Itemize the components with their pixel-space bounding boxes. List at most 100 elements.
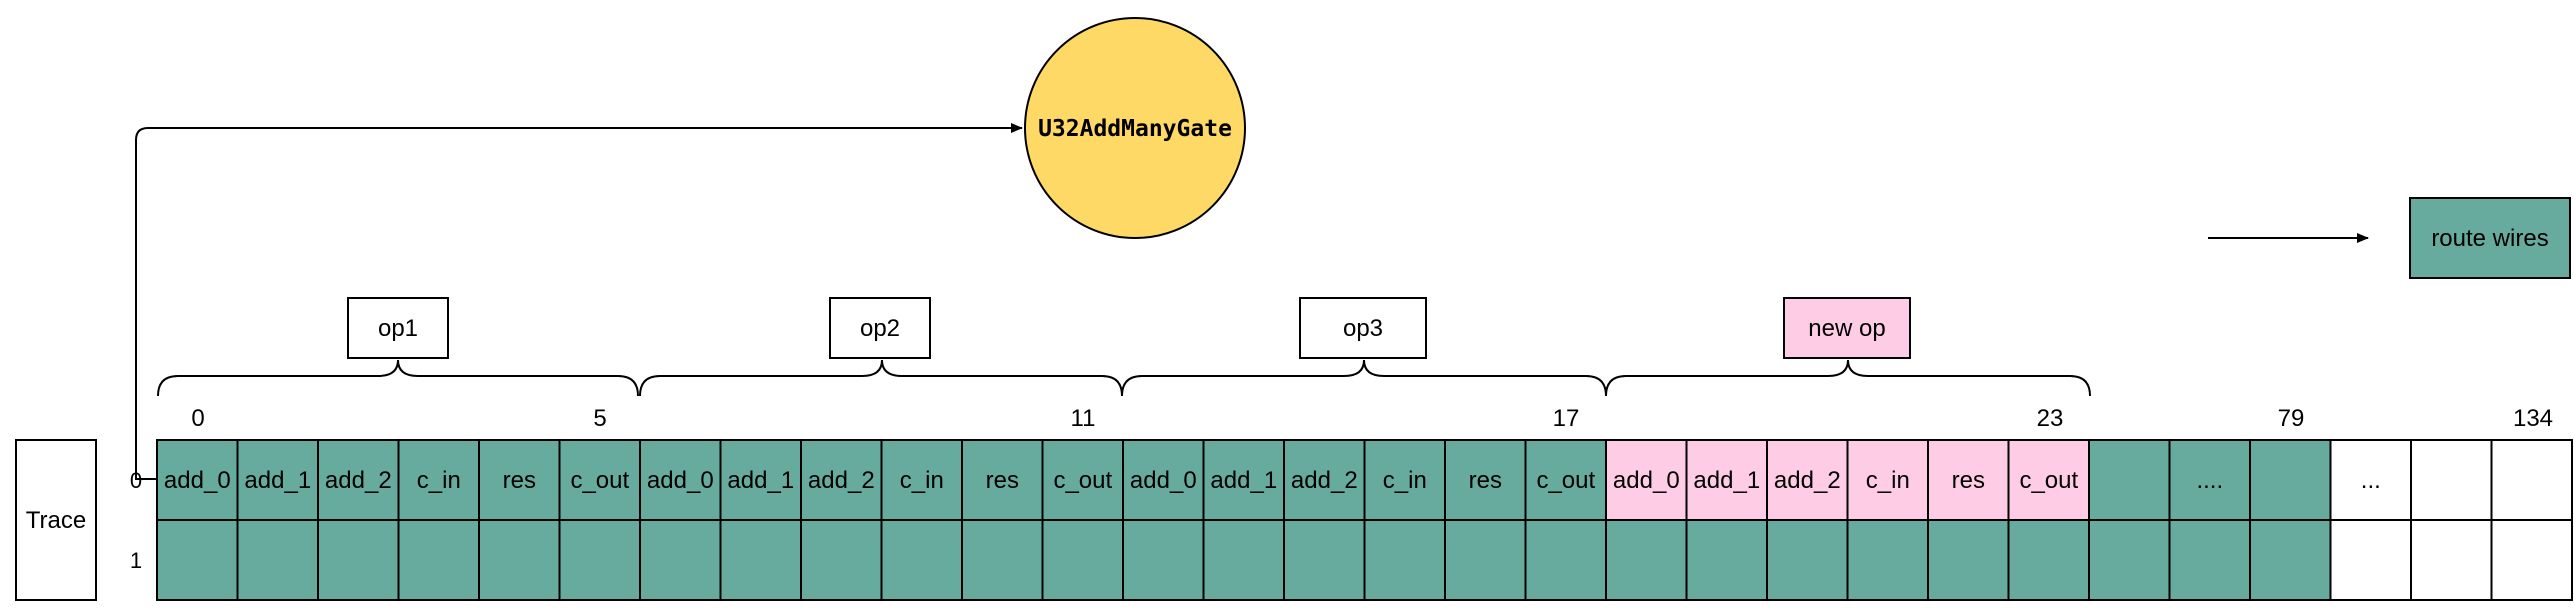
- trace-cell-r1-c9: [880, 519, 963, 601]
- trace-cell-label-23: c_out: [2019, 467, 2078, 494]
- trace-cell-r0-c18: [1605, 439, 1688, 521]
- trace-cell-r1-c15: [1363, 519, 1446, 601]
- trace-cell-r1-c17: [1524, 519, 1607, 601]
- trace-cell-r1-c2: [317, 519, 400, 601]
- trace-cell-r1-c21: [1846, 519, 1929, 601]
- trace-grid: add_0 add_1 add_2 c_in res c_out add_0 add_1 add…: [156, 439, 2573, 601]
- trace-label-group: Trace: [15, 439, 97, 601]
- trace-cell-r1-c14: [1283, 519, 1366, 601]
- trace-cell-r1-c6: [639, 519, 722, 601]
- trace-cell-r0-c2: [317, 439, 400, 521]
- column-marker-5: 5: [593, 405, 606, 432]
- trace-cell-r0-c9: [880, 439, 963, 521]
- op2-box: [829, 297, 931, 359]
- column-marker-11: 11: [1071, 405, 1096, 432]
- trace-cell-label-18: add_0: [1613, 467, 1680, 494]
- row-number-0: 0: [130, 468, 142, 493]
- op2-label: op2: [860, 315, 900, 342]
- gate-label: U32AddManyGate: [1038, 116, 1232, 142]
- trace-cell-label-0: add_0: [164, 467, 231, 494]
- trace-cell-label-20: add_2: [1774, 467, 1841, 494]
- trace-cell-r0-c4: [478, 439, 561, 521]
- op2-brace: [639, 359, 1123, 397]
- trace-cell-label-5: c_out: [570, 467, 629, 494]
- op1-label: op1: [378, 315, 418, 342]
- column-markers: 0 5 11 17 23 79 134: [191, 405, 2553, 432]
- trace-cell-r0-c12: [1122, 439, 1205, 521]
- trace-cell-label-6: add_0: [647, 467, 714, 494]
- trace-cell-label-12: add_0: [1130, 467, 1197, 494]
- trace-cell-r1-c28: [2410, 519, 2493, 601]
- trace-cell-r0-c26: [2249, 439, 2332, 521]
- trace-cell-r1-c5: [558, 519, 641, 601]
- gate-connector-arrow: [135, 123, 1023, 480]
- trace-cell-label-17: c_out: [1536, 467, 1595, 494]
- new-op-box: [1783, 297, 1911, 359]
- trace-cell-r1-c27: [2329, 519, 2412, 601]
- trace-cell-label-7: add_1: [727, 467, 794, 494]
- trace-cell-r1-c25: [2168, 519, 2251, 601]
- row-number-1: 1: [130, 548, 142, 573]
- trace-cell-r1-c22: [1927, 519, 2010, 601]
- trace-cell-label-2: add_2: [325, 467, 392, 494]
- trace-cell-r1-c8: [800, 519, 883, 601]
- trace-cell-label-9: c_in: [900, 467, 944, 494]
- op3-brace: [1121, 359, 1607, 397]
- column-marker-23: 23: [2037, 405, 2064, 432]
- trace-cell-r1-c0: [156, 519, 239, 601]
- trace-cell-label-21: c_in: [1866, 467, 1910, 494]
- trace-cell-r1-c19: [1685, 519, 1768, 601]
- trace-cell-r1-c20: [1766, 519, 1849, 601]
- trace-cell-r0-c24: [2088, 439, 2171, 521]
- trace-cell-r1-c12: [1122, 519, 1205, 601]
- trace-cell-r0-c22: [1927, 439, 2010, 521]
- column-marker-17: 17: [1553, 405, 1580, 432]
- trace-cell-label-15: c_in: [1383, 467, 1427, 494]
- trace-cell-label-19: add_1: [1693, 467, 1760, 494]
- trace-label: Trace: [26, 507, 86, 534]
- trace-cell-r0-c19: [1685, 439, 1768, 521]
- op3-label: op3: [1343, 315, 1383, 342]
- trace-cell-r0-c28: [2410, 439, 2493, 521]
- column-marker-0: 0: [191, 405, 204, 432]
- trace-cell-label-16: res: [1469, 467, 1502, 494]
- trace-cell-r0-c11: [1041, 439, 1124, 521]
- trace-cell-r0-c23: [2007, 439, 2090, 521]
- trace-cell-r1-c18: [1605, 519, 1688, 601]
- trace-cell-r1-c24: [2088, 519, 2171, 601]
- trace-cell-label-22: res: [1952, 467, 1985, 494]
- trace-cell-r1-c26: [2249, 519, 2332, 601]
- op-labels: op1 op2 op3 new op: [347, 297, 1911, 359]
- trace-cell-r0-c14: [1283, 439, 1366, 521]
- trace-cell-label-11: c_out: [1053, 467, 1112, 494]
- trace-cell-r1-c13: [1202, 519, 1285, 601]
- op1-brace: [157, 359, 639, 397]
- new-op-brace: [1605, 359, 2091, 397]
- op1-box: [347, 297, 449, 359]
- op3-box: [1299, 297, 1427, 359]
- trace-cell-r1-c1: [236, 519, 319, 601]
- legend-swatch: [2409, 197, 2571, 279]
- trace-cell-label-25: ....: [2196, 467, 2223, 494]
- op-braces: [157, 359, 2091, 397]
- trace-cell-label-8: add_2: [808, 467, 875, 494]
- trace-cell-r0-c10: [961, 439, 1044, 521]
- trace-cell-label-4: res: [503, 467, 536, 494]
- trace-cell-r0-c15: [1363, 439, 1446, 521]
- trace-cell-label-1: add_1: [244, 467, 311, 494]
- trace-cell-r0-c0: [156, 439, 239, 521]
- trace-cell-r1-c10: [961, 519, 1044, 601]
- column-marker-134: 134: [2513, 405, 2553, 432]
- trace-cell-r0-c21: [1846, 439, 1929, 521]
- trace-cell-r0-c20: [1766, 439, 1849, 521]
- trace-cell-r0-c29: [2490, 439, 2573, 521]
- trace-cell-r1-c23: [2007, 519, 2090, 601]
- trace-cell-r0-c13: [1202, 439, 1285, 521]
- trace-cell-r1-c16: [1444, 519, 1527, 601]
- u32-add-many-gate-node: U32AddManyGate: [1024, 17, 1246, 239]
- new-op-label: new op: [1808, 315, 1885, 342]
- trace-cell-r1-c4: [478, 519, 561, 601]
- trace-cell-r1-c3: [397, 519, 480, 601]
- legend-label: route wires: [2431, 225, 2548, 252]
